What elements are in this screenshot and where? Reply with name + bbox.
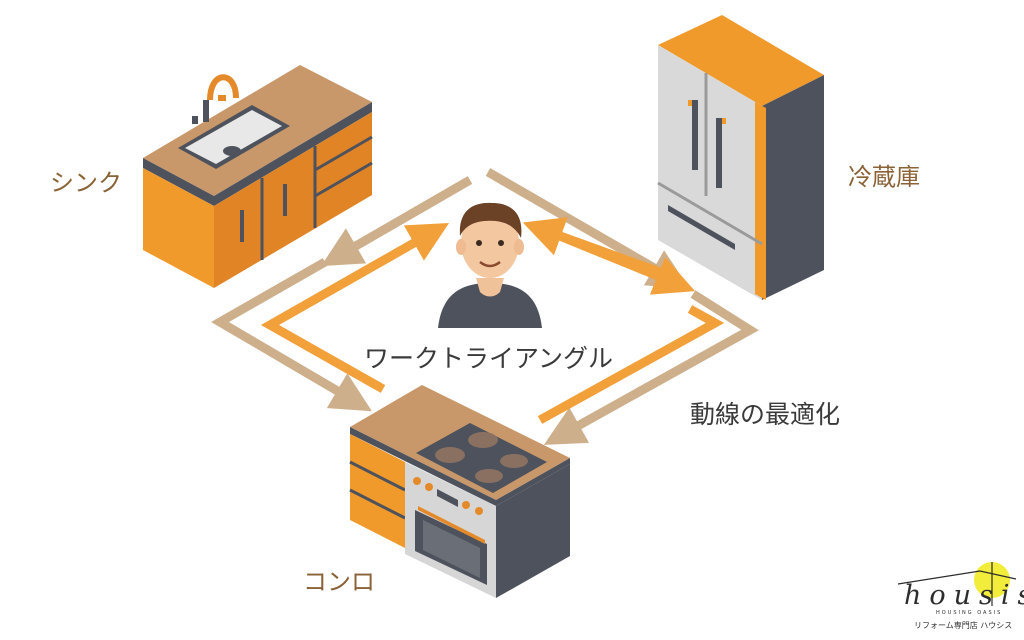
logo-subtitle: HOUSING OASIS [936,610,1003,616]
outer-flow-arrows [211,168,759,445]
fridge-label: 冷蔵庫 [848,163,920,191]
person-icon [438,202,542,328]
arrow-person-to-fridge [543,225,696,295]
arrow-person-to-sink [320,176,473,267]
flow-optimization-label: 動線の最適化 [690,400,841,429]
arrow-sink-to-stove [211,258,372,412]
work-triangle-label: ワークトライアングル [364,344,614,373]
arrow-fridge-to-stove [543,290,759,445]
stove-label: コンロ [303,568,375,596]
inner-flow-arrows [260,217,725,424]
arrow-stove-to-fridge-inner [537,305,725,424]
refrigerator-icon [657,15,824,300]
stove-icon [349,385,570,598]
logo-wordmark: housis [904,580,1024,611]
logo-mark-icon [897,562,1017,606]
arrow-stove-to-person [260,222,450,393]
sink-cabinet-icon [143,65,373,288]
logo-tagline: リフォーム専門店 ハウシス [914,621,1013,630]
housis-logo: housis HOUSING OASIS リフォーム専門店 ハウシス [896,558,1024,640]
faucet-icon [192,74,239,124]
sink-label: シンク [50,169,122,197]
